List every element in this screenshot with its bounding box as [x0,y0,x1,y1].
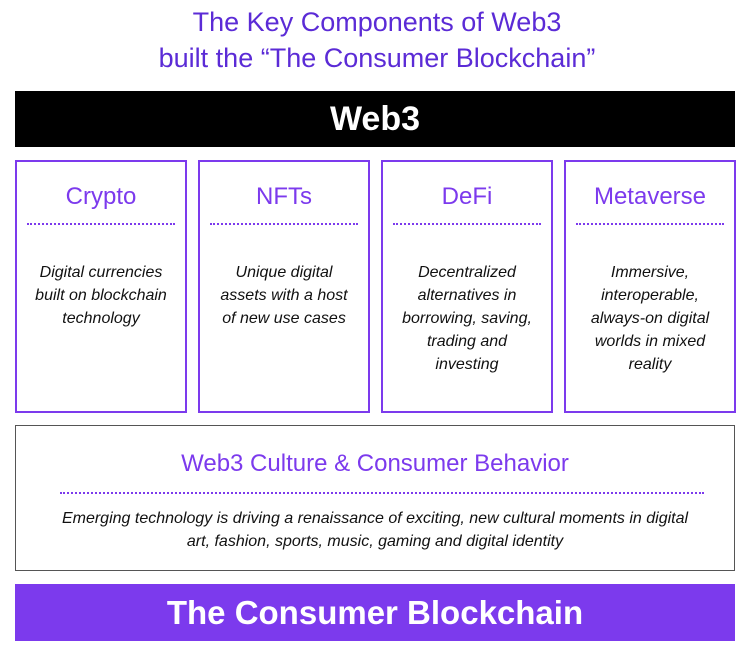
description-line: built on blockchain [35,287,167,304]
title-line-1: The Key Components of Web3 [192,7,562,37]
component-description: Decentralized alternatives in borrowing,… [389,261,545,376]
web3-bar-label: Web3 [329,99,421,138]
description-line: reality [628,356,672,373]
dotted-divider [27,223,175,225]
component-description: Digital currencies built on blockchain t… [23,261,179,330]
component-title: Metaverse [593,183,707,210]
description-line: worlds in mixed [594,333,706,350]
title-line-2: built the “The Consumer Blockchain” [158,43,596,73]
description-line: investing [435,356,499,373]
dotted-divider [576,223,724,225]
description-line: Emerging technology is driving a renaiss… [61,510,689,527]
component-card-defi: DeFi Decentralized alternatives in borro… [381,160,553,413]
description-line: art, fashion, sports, music, gaming and … [186,533,564,550]
description-line: trading and [426,333,508,350]
component-card-nfts: NFTs Unique digital assets with a host o… [198,160,370,413]
description-line: Digital currencies [39,264,163,281]
description-line: technology [62,310,140,327]
description-line: borrowing, saving, [402,310,532,327]
dotted-divider [60,492,704,494]
description-line: assets with a host [220,287,348,304]
component-title: NFTs [256,183,312,210]
component-title: Crypto [65,183,137,210]
component-description: Unique digital assets with a host of new… [206,261,362,330]
dotted-divider [210,223,358,225]
description-line: Unique digital [235,264,333,281]
component-description: Immersive, interoperable, always-on digi… [572,261,728,376]
consumer-blockchain-bar: The Consumer Blockchain [15,584,735,641]
component-card-metaverse: Metaverse Immersive, interoperable, alwa… [564,160,736,413]
description-line: Decentralized [418,264,516,281]
component-card-crypto: Crypto Digital currencies built on block… [15,160,187,413]
culture-title: Web3 Culture & Consumer Behavior [181,450,569,477]
description-line: interoperable, [601,287,699,304]
consumer-blockchain-label: The Consumer Blockchain [166,593,584,631]
dotted-divider [393,223,541,225]
description-line: alternatives in [417,287,517,304]
description-line: Immersive, [610,264,690,281]
diagram-title: The Key Components of Web3 built the “Th… [0,4,754,76]
web3-bar: Web3 [15,91,735,147]
description-line: always-on digital [590,310,710,327]
culture-box: Web3 Culture & Consumer Behavior Emergin… [15,425,735,571]
description-line: of new use cases [222,310,346,327]
component-title: DeFi [441,183,493,210]
culture-description: Emerging technology is driving a renaiss… [46,507,704,553]
